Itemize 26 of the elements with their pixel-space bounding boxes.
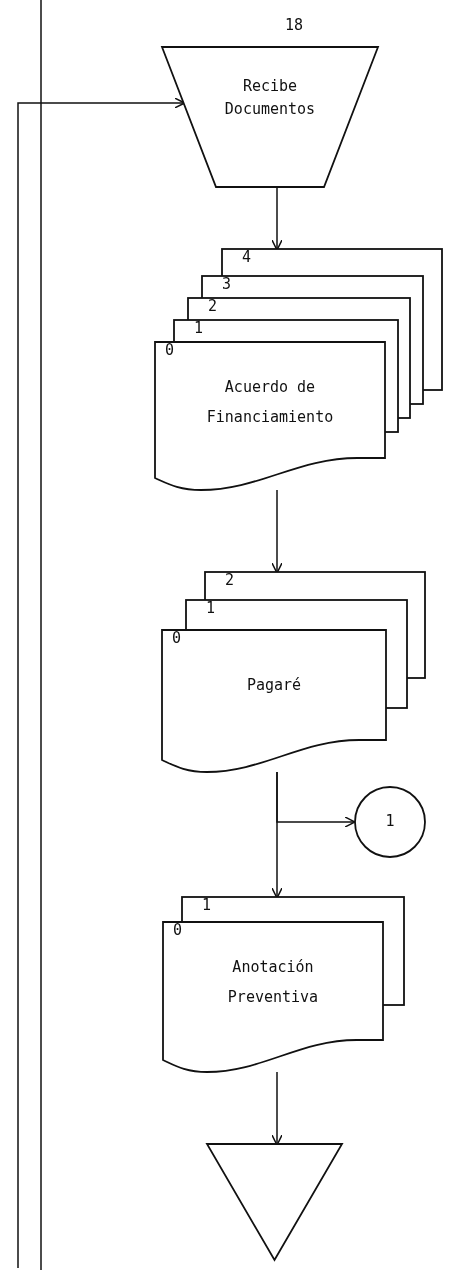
copy-number: 2: [208, 296, 218, 317]
connector-circle: [354, 786, 426, 858]
arrow: [271, 186, 283, 251]
arrow: [271, 771, 283, 899]
node-label: Acuerdo de Financiamiento: [205, 377, 335, 428]
node-label: Pagaré: [245, 675, 303, 696]
copy-number: 0: [172, 628, 182, 649]
copy-number: 0: [173, 920, 183, 941]
arrow: [271, 1071, 283, 1146]
document-stack: [163, 897, 404, 1072]
file-triangle: [207, 1144, 342, 1260]
arrow: [271, 489, 283, 574]
document-stack: [155, 249, 442, 490]
node-label: Anotación Preventiva: [226, 957, 320, 1008]
copy-number: 0: [165, 340, 175, 361]
node-label: Recibe Documentos: [223, 76, 317, 121]
manual-operation-trapezoid: [162, 47, 378, 187]
copy-number: 2: [225, 570, 235, 591]
page-number: 18: [285, 15, 304, 36]
copy-number: 3: [222, 274, 232, 295]
copy-number: 1: [202, 895, 212, 916]
connector-number: 1: [384, 811, 396, 832]
copy-number: 4: [242, 247, 252, 268]
copy-number: 1: [194, 318, 204, 339]
document-stack: [162, 572, 425, 772]
copy-number: 1: [206, 598, 216, 619]
